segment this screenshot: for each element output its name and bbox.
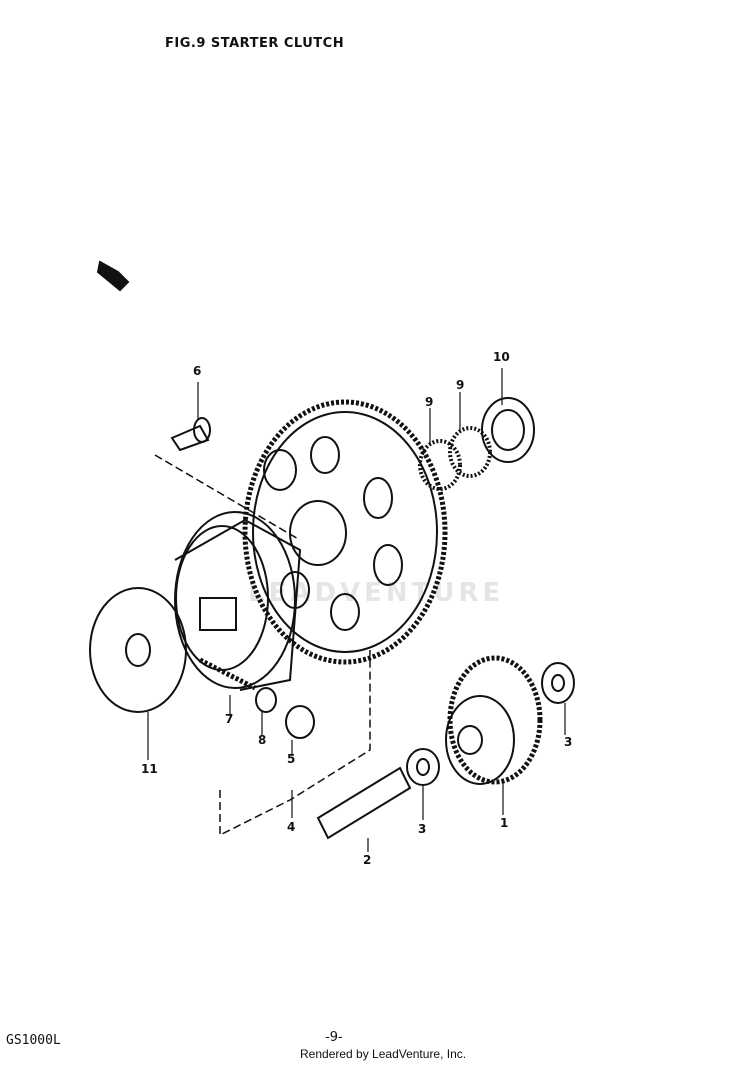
clutch-gear (242, 399, 448, 665)
callout-9b: 9 (456, 378, 465, 392)
callout-8: 6 (193, 364, 202, 378)
model-code: GS1000L (6, 1033, 61, 1048)
callout-1: 1 (500, 816, 509, 830)
watermark: LEADVENTURE (248, 578, 505, 608)
callout-7: 8 (258, 733, 267, 747)
roller-5 (285, 705, 315, 739)
figure-title: FIG.9 STARTER CLUTCH (165, 36, 345, 51)
page-number: -9- (325, 1030, 343, 1045)
callout-4: 4 (287, 820, 296, 834)
idle-gear (445, 655, 543, 785)
rendered-by: Rendered by LeadVenture, Inc. (300, 1047, 467, 1061)
washer-left (406, 748, 440, 786)
callout-11: 11 (141, 762, 158, 776)
callout-5: 5 (287, 752, 296, 766)
callout-9a: 9 (425, 395, 434, 409)
callout-10: 10 (493, 350, 510, 364)
callout-6: 7 (225, 712, 234, 726)
callout-2: 2 (363, 853, 372, 867)
washer-right (541, 662, 575, 704)
thrust-washer (481, 397, 535, 463)
bolt (170, 424, 210, 452)
idle-shaft (316, 766, 412, 840)
spring (198, 657, 257, 691)
clutch-hub (174, 511, 302, 691)
front-arrow-icon (96, 260, 130, 292)
callout-3-left: 3 (418, 822, 427, 836)
clutch-plate (89, 587, 187, 713)
callout-3-right: 3 (564, 735, 573, 749)
roller-7 (255, 687, 277, 713)
